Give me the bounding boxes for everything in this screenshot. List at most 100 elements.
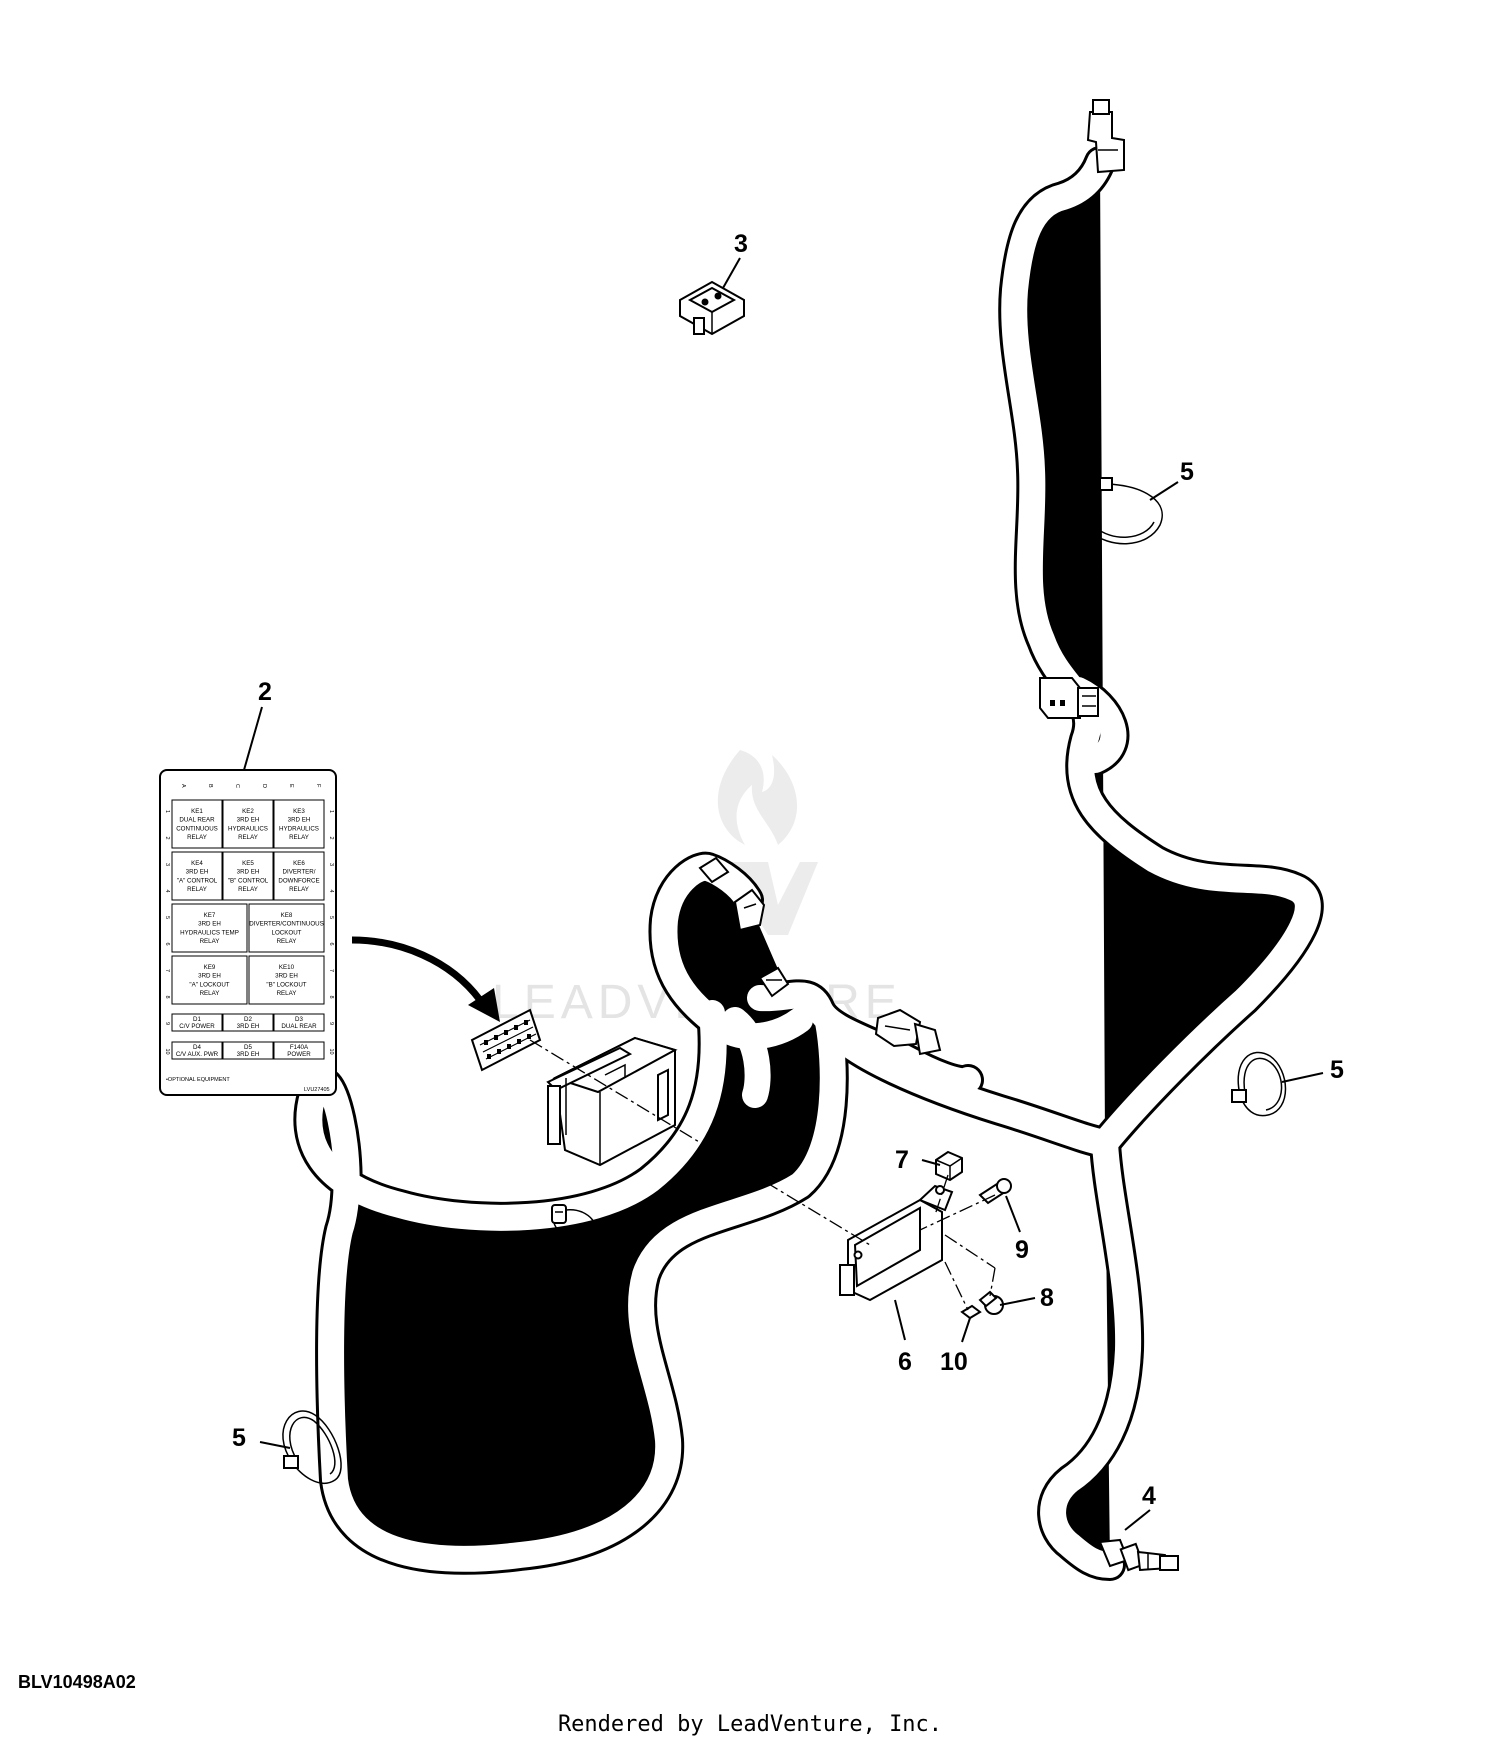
- relay-cell-text: 3RD EH: [237, 817, 260, 824]
- decal-row-label: 3: [328, 863, 334, 866]
- callout-4: 4: [1142, 1482, 1156, 1510]
- washer-part: [960, 1304, 982, 1320]
- relay-cell-text: KE8: [281, 912, 293, 919]
- leader-lines: [243, 257, 1324, 1531]
- relay-cell-text: 3RD EH: [198, 921, 221, 928]
- sensor-part: [1098, 1538, 1179, 1572]
- relay-cell-text: KE7: [204, 912, 216, 919]
- relay-cell-text: KE9: [204, 964, 216, 971]
- decal-row-label: 7: [164, 969, 170, 972]
- fuse-cell-text: D5: [244, 1044, 252, 1051]
- strap-part-upper: [1074, 477, 1163, 545]
- nut-part: [935, 1150, 963, 1182]
- callout-3: 3: [734, 230, 748, 258]
- relay-cell-text: "A" CONTROL: [177, 877, 218, 884]
- figure-id: BLV10498A02: [18, 1672, 136, 1692]
- relay-cell-text: RELAY: [200, 938, 220, 945]
- decal-column-label: A: [180, 784, 186, 788]
- leader-line-10: [961, 1317, 971, 1343]
- decal-footnote: •OPTIONAL EQUIPMENT: [166, 1077, 230, 1083]
- relay-cell-text: KE1: [191, 808, 203, 815]
- decal-column-label: C: [234, 784, 240, 788]
- leader-line-4: [1124, 1509, 1151, 1531]
- relay-cell-box: [248, 955, 325, 1005]
- relay-cell-text: HYDRAULICS TEMP: [180, 929, 239, 936]
- decal-row-label: 8: [164, 996, 170, 999]
- callouts: 1 2 3 4 5 5 5 6 7 8 9 10 11: [232, 230, 1344, 1510]
- relay-cell-box: [171, 851, 223, 901]
- leader-line-2: [243, 706, 263, 771]
- relay-connector: [1039, 677, 1099, 719]
- relay-cell-text: DIVERTER/: [283, 869, 316, 876]
- decal-row-label: 5: [164, 916, 170, 919]
- flame-logo-icon: [717, 750, 798, 845]
- fuse-cell-text: D3: [295, 1016, 303, 1023]
- decal-row-label: 5: [328, 916, 334, 919]
- fuse-cell-text: 3RD EH: [237, 1051, 260, 1058]
- fuse-cell-text: DUAL REAR: [281, 1023, 317, 1030]
- callout-9: 9: [1015, 1236, 1029, 1264]
- relay-cell-text: KE3: [293, 808, 305, 815]
- fuse-cell: D1C/V POWER: [171, 1013, 223, 1032]
- fuse-cell: D4C/V AUX. PWR: [171, 1041, 223, 1060]
- relay-cell-text: RELAY: [238, 886, 258, 893]
- leader-line-6: [894, 1299, 906, 1341]
- decal-row-label: 4: [164, 890, 170, 893]
- render-credit: Rendered by LeadVenture, Inc.: [557, 1712, 943, 1737]
- relay-cell-text: "A" LOCKOUT: [189, 981, 229, 988]
- clip-part: [551, 1204, 597, 1242]
- relay-cell-text: KE4: [191, 860, 203, 867]
- relay-cell-box: [248, 903, 325, 953]
- leader-line-5b: [1281, 1072, 1324, 1083]
- relay-cell-box: [171, 955, 248, 1005]
- decal-row-label: 6: [164, 943, 170, 946]
- strap-part-lower: [282, 1410, 342, 1484]
- relay-cell-text: DIVERTER/CONTINUOUS: [249, 921, 324, 928]
- screw-part-upper: [978, 1178, 1012, 1205]
- relay-cell-box: [171, 903, 248, 953]
- relay-cell-text: KE6: [293, 860, 305, 867]
- fuse-cell-box: [222, 1013, 274, 1032]
- upper-loop-connectors: [698, 856, 790, 998]
- decal-row-label: 6: [328, 943, 334, 946]
- decal-code: LVU27405: [304, 1087, 330, 1093]
- fuse-cell-text: D2: [244, 1016, 252, 1023]
- decal-row-label: 1: [328, 810, 334, 813]
- relay-cell-text: DUAL REAR: [179, 817, 215, 824]
- top-connector: [1086, 99, 1125, 174]
- bolt-part: [978, 1290, 1004, 1315]
- decal-column-label: D: [261, 784, 267, 788]
- fuse-cell-text: C/V POWER: [179, 1023, 215, 1030]
- relay-cell-text: "B" LOCKOUT: [266, 981, 306, 988]
- fuse-cell-box: [273, 1041, 325, 1060]
- relay-block-part: [470, 1008, 542, 1072]
- relay-cell-text: RELAY: [200, 990, 220, 997]
- relay-cell-text: 3RD EH: [275, 973, 298, 980]
- leader-line-7: [921, 1159, 941, 1166]
- decal-row-label: 1: [164, 810, 170, 813]
- relay-cell-box: [273, 799, 325, 849]
- fuse-cell-text: 3RD EH: [237, 1023, 260, 1030]
- relay-cell-text: CONTINUOUS: [176, 825, 218, 832]
- callout-5b: 5: [1330, 1056, 1344, 1084]
- decal-row-label: 10: [328, 1049, 334, 1055]
- leader-line-8: [999, 1297, 1036, 1306]
- callout-11: 11: [512, 1268, 539, 1296]
- relay-cell-text: RELAY: [277, 938, 297, 945]
- relay-cell-text: DOWNFORCE: [278, 877, 319, 884]
- decal-row-label: 2: [164, 837, 170, 840]
- fuse-cell-text: D1: [193, 1016, 201, 1023]
- decal-column-label: F: [315, 784, 321, 788]
- leader-line-11: [539, 1235, 561, 1263]
- relay-cell-text: RELAY: [277, 990, 297, 997]
